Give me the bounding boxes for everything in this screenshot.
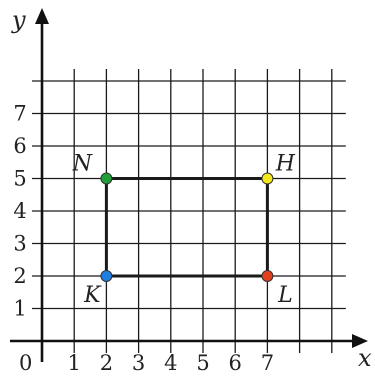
x-tick-label: 2 <box>100 351 113 375</box>
x-tick-label: 6 <box>229 351 242 375</box>
y-tick-label: 4 <box>13 199 26 223</box>
x-tick-label: 3 <box>132 351 145 375</box>
grid <box>32 69 346 353</box>
y-tick-label: 5 <box>13 167 26 191</box>
x-axis-label: x <box>358 344 372 372</box>
x-axis-arrowhead <box>352 334 368 348</box>
rectangle-nhlk <box>104 177 269 278</box>
x-tick-label: 7 <box>261 351 274 375</box>
y-tick-label: 2 <box>13 264 26 288</box>
y-axis-label: y <box>11 6 26 34</box>
y-tick-label: 7 <box>13 102 26 126</box>
axes <box>10 8 368 362</box>
point-label-h: H <box>275 152 296 177</box>
x-tick-label: 1 <box>68 351 81 375</box>
point-l <box>261 270 274 282</box>
y-tick-label: 6 <box>13 134 26 158</box>
y-tick-label: 1 <box>13 297 26 321</box>
y-axis-arrowhead <box>35 8 49 24</box>
x-tick-label: 4 <box>164 351 177 375</box>
points: N H L K <box>72 152 296 309</box>
y-tick-label: 3 <box>13 232 26 256</box>
point-k <box>100 270 113 282</box>
point-label-l: L <box>277 283 293 308</box>
origin-label: 0 <box>19 351 32 375</box>
point-n <box>100 172 113 185</box>
point-h <box>261 172 274 185</box>
point-label-n: N <box>72 152 93 177</box>
point-label-k: K <box>83 283 102 308</box>
x-tick-label: 5 <box>196 351 209 375</box>
